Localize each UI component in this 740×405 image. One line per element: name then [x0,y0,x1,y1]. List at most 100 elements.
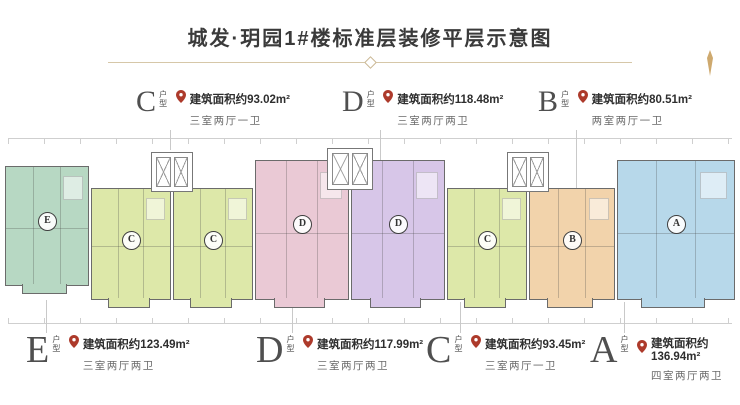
bathroom-box [228,197,248,220]
leader-line [576,130,577,188]
floor-plan: E C C D [5,148,735,316]
location-pin-icon [577,90,588,108]
unit-suffix: 户型 [453,335,463,353]
location-pin-icon [68,335,79,353]
elevator-icon [156,157,171,187]
unit-rooms: 三室两厅两卫 [317,360,390,372]
location-pin-icon [383,90,394,108]
room-divider [60,167,62,285]
unit-rooms: 三室两厅两卫 [82,360,155,372]
elevator-icon [351,153,368,185]
leader-line [624,302,625,333]
bathroom-box [63,176,84,200]
unit-area: 建筑面积约117.99m² [317,339,424,351]
balcony [22,284,68,294]
unit-suffix: 户型 [286,335,296,353]
unit-label-d-top: D 户型 建筑面积约118.48m² 三室两厅两卫 [342,85,504,128]
balcony [546,298,593,308]
elevator-icon [173,157,188,187]
room-divider [656,161,658,299]
unit-label-c-top: C 户型 建筑面积约93.02m² 三室两厅一卫 [136,85,290,128]
unit-letter: D [342,85,364,118]
room-divider [585,189,587,299]
leader-line [46,300,47,333]
unit-letter: C [136,85,157,118]
unit-marker: A [667,215,686,235]
bathroom-box [588,197,609,220]
room-divider [694,161,696,299]
unit-suffix: 户型 [560,90,570,108]
unit-suffix: 户型 [620,335,630,353]
unit-area: 建筑面积约136.94m² [651,338,709,363]
location-pin-icon [175,90,186,108]
unit-rooms: 三室两厅一卫 [189,115,262,127]
unit-letter: D [256,329,284,371]
balcony [189,298,233,308]
unit-area: 建筑面积约93.02m² [189,94,290,106]
dimension-ticks-top [8,138,732,144]
unit-area: 建筑面积约118.48m² [397,94,504,106]
bathroom-box [699,172,728,199]
elevator-icon [512,157,527,187]
stair-core [151,152,193,192]
leader-line [292,302,293,333]
stair-core [327,148,373,190]
unit-letter: C [426,329,452,371]
unit-rooms: 四室两厅两卫 [651,370,724,382]
unit-c2-block: C [173,188,253,308]
divider-diamond-icon [364,56,377,69]
room-divider [382,161,384,299]
unit-label-b-top: B 户型 建筑面积约80.51m² 两室两厅一卫 [538,85,692,128]
leader-line [170,130,171,150]
unit-marker: C [478,230,497,250]
room-divider [499,189,501,299]
unit-marker: D [293,215,312,235]
leader-line [460,302,461,333]
unit-letter: B [538,85,559,118]
unit-area: 建筑面积约80.51m² [591,94,692,106]
room-divider [117,189,119,299]
unit-label-c-bottom: C 户型 建筑面积约93.45m² 三室两厅一卫 [426,329,586,373]
unit-marker: D [389,215,408,235]
balcony [641,298,705,308]
stair-core [507,152,549,192]
elevator-icon [529,157,544,187]
unit-label-a-bottom: A 户型 建筑面积约136.94m² 四室两厅两卫 [590,329,740,383]
unit-rooms: 两室两厅一卫 [591,115,664,127]
gold-ornament-icon [704,50,716,81]
location-pin-icon [303,335,314,353]
unit-b-block: B [529,188,615,308]
room-divider [33,167,35,285]
room-divider [143,189,145,299]
location-pin-icon [637,340,648,358]
unit-suffix: 户型 [158,90,168,108]
room-divider [473,189,475,299]
unit-marker: B [563,230,582,250]
elevator-icon [332,153,349,185]
unit-c1-block: C [91,188,171,308]
unit-area: 建筑面积约123.49m² [82,339,190,351]
unit-suffix: 户型 [366,90,376,108]
unit-label-d-bottom: D 户型 建筑面积约117.99m² 三室两厅两卫 [256,329,424,373]
room-divider [286,161,288,299]
unit-letter: E [26,329,50,371]
room-divider [316,161,318,299]
unit-a-block: A [617,160,735,308]
bathroom-box [502,197,522,220]
balcony [463,298,507,308]
location-pin-icon [470,335,481,353]
unit-c3-block: C [447,188,527,308]
unit-area: 建筑面积约93.45m² [484,339,586,351]
room-divider [412,161,414,299]
balcony [370,298,421,308]
room-divider [557,189,559,299]
unit-marker: C [204,230,223,250]
unit-suffix: 户型 [51,335,61,353]
bathroom-box [416,172,439,199]
balcony [107,298,151,308]
unit-e-block: E [5,166,89,294]
unit-letter: A [590,329,618,371]
unit-label-e-bottom: E 户型 建筑面积约123.49m² 三室两厅两卫 [26,329,190,373]
balcony [274,298,325,308]
